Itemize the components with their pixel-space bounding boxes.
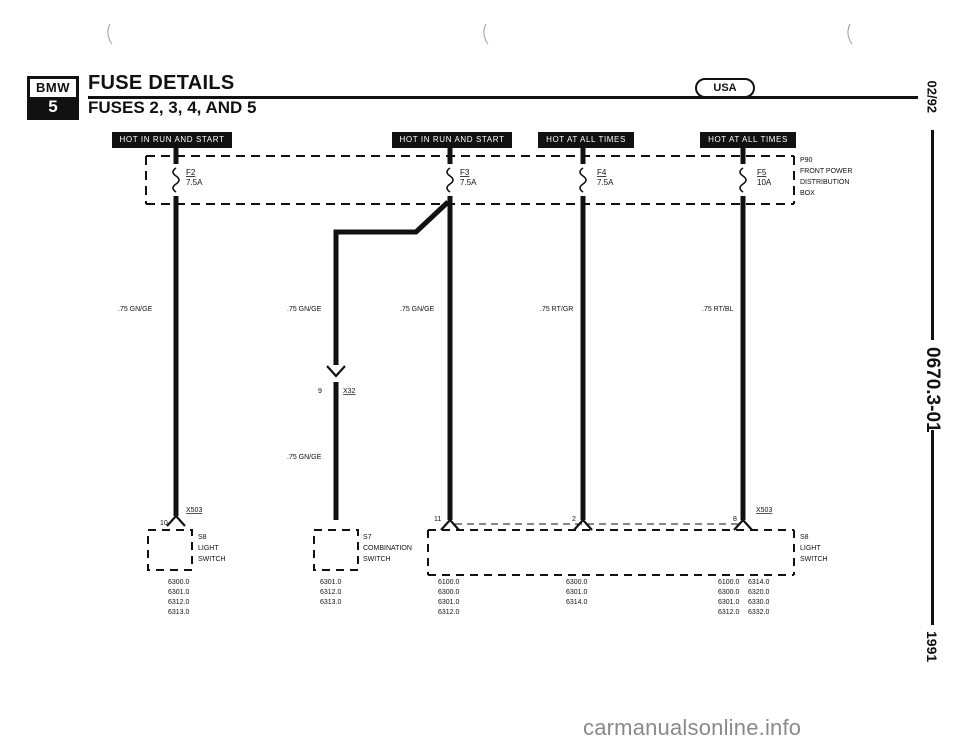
combination-switch-labels: S7 COMBINATION SWITCH 6301.0 6312.0 6313… (320, 534, 412, 606)
light-switch-left-labels: 10 X503 S8 LIGHT SWITCH 6300.0 6301.0 63… (160, 507, 226, 616)
combination-switch-box (313, 529, 359, 571)
ls-right-code-d4: 6332.0 (748, 609, 770, 616)
ls-right-code-a1: 6100.0 (438, 579, 460, 586)
fuse-box-line-2: DISTRIBUTION (800, 179, 849, 186)
fuse-box-ref: P90 (800, 157, 813, 164)
side-margin: 02/92 0670.3-01 1991 (905, 0, 960, 744)
wire-label-x32-lower: .75 GN/GE (287, 454, 322, 461)
bmw-5-logo: BMW 5 (27, 76, 79, 120)
ls-right-code-b2: 6301.0 (566, 589, 588, 596)
ls-right-code-a2: 6300.0 (438, 589, 460, 596)
fuse-labels: F2 7.5A F3 7.5A F4 7.5A F5 10A (186, 168, 772, 187)
ls-left-code-2: 6301.0 (168, 589, 190, 596)
fuse-box-outline (145, 155, 795, 205)
connector-x32-symbol (326, 365, 346, 378)
ls-right-code-c3: 6301.0 (718, 599, 740, 606)
wire-label-f4: .75 RT/GR (540, 306, 573, 313)
wires (173, 148, 746, 520)
banner-f3: HOT IN RUN AND START (392, 132, 512, 148)
ls-right-code-d1: 6314.0 (748, 579, 770, 586)
banner-f5: HOT AT ALL TIMES (700, 132, 796, 148)
fuse-box-line-3: BOX (800, 190, 815, 197)
fuse-f5-id: F5 (757, 168, 767, 177)
x32-ref: X32 (343, 388, 356, 395)
ls-right-pin-11: 11 (434, 516, 441, 523)
side-rule-bottom (931, 430, 934, 625)
ls-right-code-a3: 6301.0 (438, 599, 460, 606)
ls-right-pin-8: 8 (733, 516, 737, 523)
x32-pin: 9 (318, 388, 322, 395)
fuse-f2-symbol (172, 167, 180, 193)
page-subtitle: FUSES 2, 3, 4, AND 5 (88, 98, 257, 117)
fuse-f3-symbol (446, 167, 454, 193)
ls-right-pin-2: 2 (572, 516, 576, 523)
fuse-f5-symbol (739, 167, 747, 193)
fuse-f2-id: F2 (186, 168, 196, 177)
cs-line-2: SWITCH (363, 556, 391, 563)
wire-label-branch: .75 GN/GE (287, 306, 322, 313)
fuse-symbols (172, 167, 747, 193)
fuse-f3-id: F3 (460, 168, 470, 177)
ls-right-ref: S8 (800, 534, 809, 541)
fuse-f4-id: F4 (597, 168, 607, 177)
header-rule (88, 96, 918, 99)
ls-right-code-d3: 6330.0 (748, 599, 770, 606)
ls-left-ref: S8 (198, 534, 207, 541)
fuse-f3-rating: 7.5A (460, 178, 477, 187)
wire-label-f3: .75 GN/GE (400, 306, 435, 313)
logo-top: BMW (36, 80, 70, 95)
ls-right-code-b1: 6300.0 (566, 579, 588, 586)
cs-line-1: COMBINATION (363, 545, 412, 552)
light-switch-left-box (147, 529, 193, 571)
ls-left-pin: 10 (160, 520, 168, 527)
fuse-f4-rating: 7.5A (597, 178, 614, 187)
cs-code-2: 6312.0 (320, 589, 342, 596)
wire-label-f2: .75 GN/GE (118, 306, 153, 313)
wire-labels: .75 GN/GE .75 GN/GE .75 GN/GE .75 RT/GR … (118, 306, 733, 461)
connector-x503-symbols (166, 514, 753, 531)
watermark: carmanualsonline.info (583, 715, 802, 740)
ls-right-line-2: SWITCH (800, 556, 828, 563)
switch-boxes (147, 529, 795, 576)
ls-right-code-c2: 6300.0 (718, 589, 740, 596)
cs-code-1: 6301.0 (320, 579, 342, 586)
ls-right-code-d2: 6320.0 (748, 589, 770, 596)
ls-left-code-3: 6312.0 (168, 599, 190, 606)
ls-right-line-1: LIGHT (800, 545, 821, 552)
ls-left-line-2: SWITCH (198, 556, 226, 563)
ls-left-conn: X503 (186, 507, 202, 514)
ls-left-code-1: 6300.0 (168, 579, 190, 586)
fuse-f5-rating: 10A (757, 178, 772, 187)
fuse-box-label: P90 FRONT POWER DISTRIBUTION BOX (800, 157, 852, 197)
ls-right-code-a4: 6312.0 (438, 609, 460, 616)
ls-right-code-b3: 6314.0 (566, 599, 588, 606)
binder-marks (107, 23, 853, 45)
light-switch-right-labels: 11 2 8 X503 S8 LIGHT SWITCH 6100.0 6300.… (434, 507, 828, 616)
fuse-f4-symbol (579, 167, 587, 193)
ls-right-conn: X503 (756, 507, 772, 514)
cs-code-3: 6313.0 (320, 599, 342, 606)
banner-f4: HOT AT ALL TIMES (538, 132, 634, 148)
wire-label-f5: .75 RT/BL (702, 306, 733, 313)
logo-bottom: 5 (30, 97, 76, 117)
ls-right-code-c1: 6100.0 (718, 579, 740, 586)
wire-f3-branch (333, 200, 450, 365)
ls-left-code-4: 6313.0 (168, 609, 190, 616)
usa-badge: USA (695, 78, 755, 98)
ls-right-code-c4: 6312.0 (718, 609, 740, 616)
banner-f2: HOT IN RUN AND START (112, 132, 232, 148)
page-title: FUSE DETAILS (88, 72, 235, 94)
side-rule-top (931, 130, 934, 340)
cs-ref: S7 (363, 534, 372, 541)
fuse-box-line-1: FRONT POWER (800, 168, 852, 175)
fuse-f2-rating: 7.5A (186, 178, 203, 187)
ls-left-line-1: LIGHT (198, 545, 219, 552)
